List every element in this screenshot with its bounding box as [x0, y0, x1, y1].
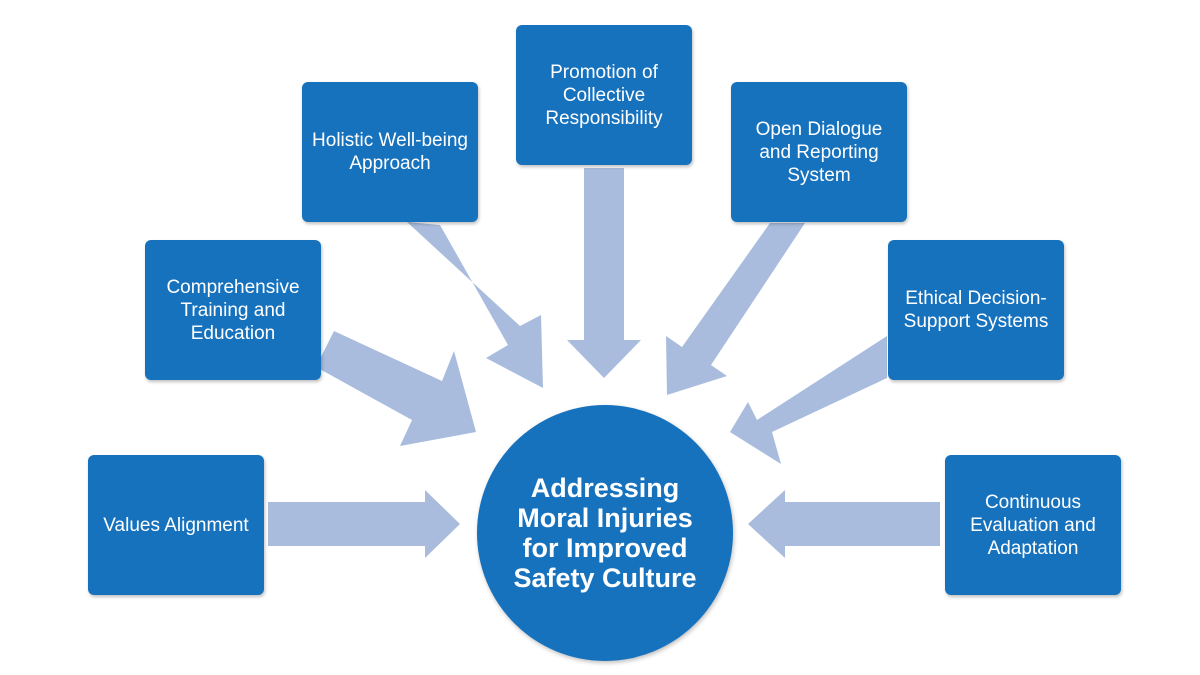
node-ethical-decision-support: Ethical Decision-Support Systems — [888, 240, 1064, 380]
node-collective-responsibility: Promotion of Collective Responsibility — [516, 25, 692, 165]
node-continuous-evaluation: Continuous Evaluation and Adaptation — [945, 455, 1121, 595]
arrow-values-alignment — [268, 490, 460, 558]
node-values-alignment: Values Alignment — [88, 455, 264, 595]
arrow-open-dialogue — [666, 223, 805, 395]
arrow-holistic-wellbeing — [407, 222, 543, 388]
arrow-ethical-decision — [730, 336, 887, 464]
arrow-continuous-evaluation — [748, 490, 940, 558]
arrow-comprehensive-training — [316, 331, 476, 446]
node-comprehensive-training: Comprehensive Training and Education — [145, 240, 321, 380]
node-holistic-wellbeing: Holistic Well-being Approach — [302, 82, 478, 222]
arrow-collective-responsibility — [567, 168, 641, 378]
center-hub-label: Addressing Moral Injuries for Improved S… — [513, 473, 697, 593]
node-open-dialogue: Open Dialogue and Reporting System — [731, 82, 907, 222]
center-hub: Addressing Moral Injuries for Improved S… — [477, 405, 733, 661]
